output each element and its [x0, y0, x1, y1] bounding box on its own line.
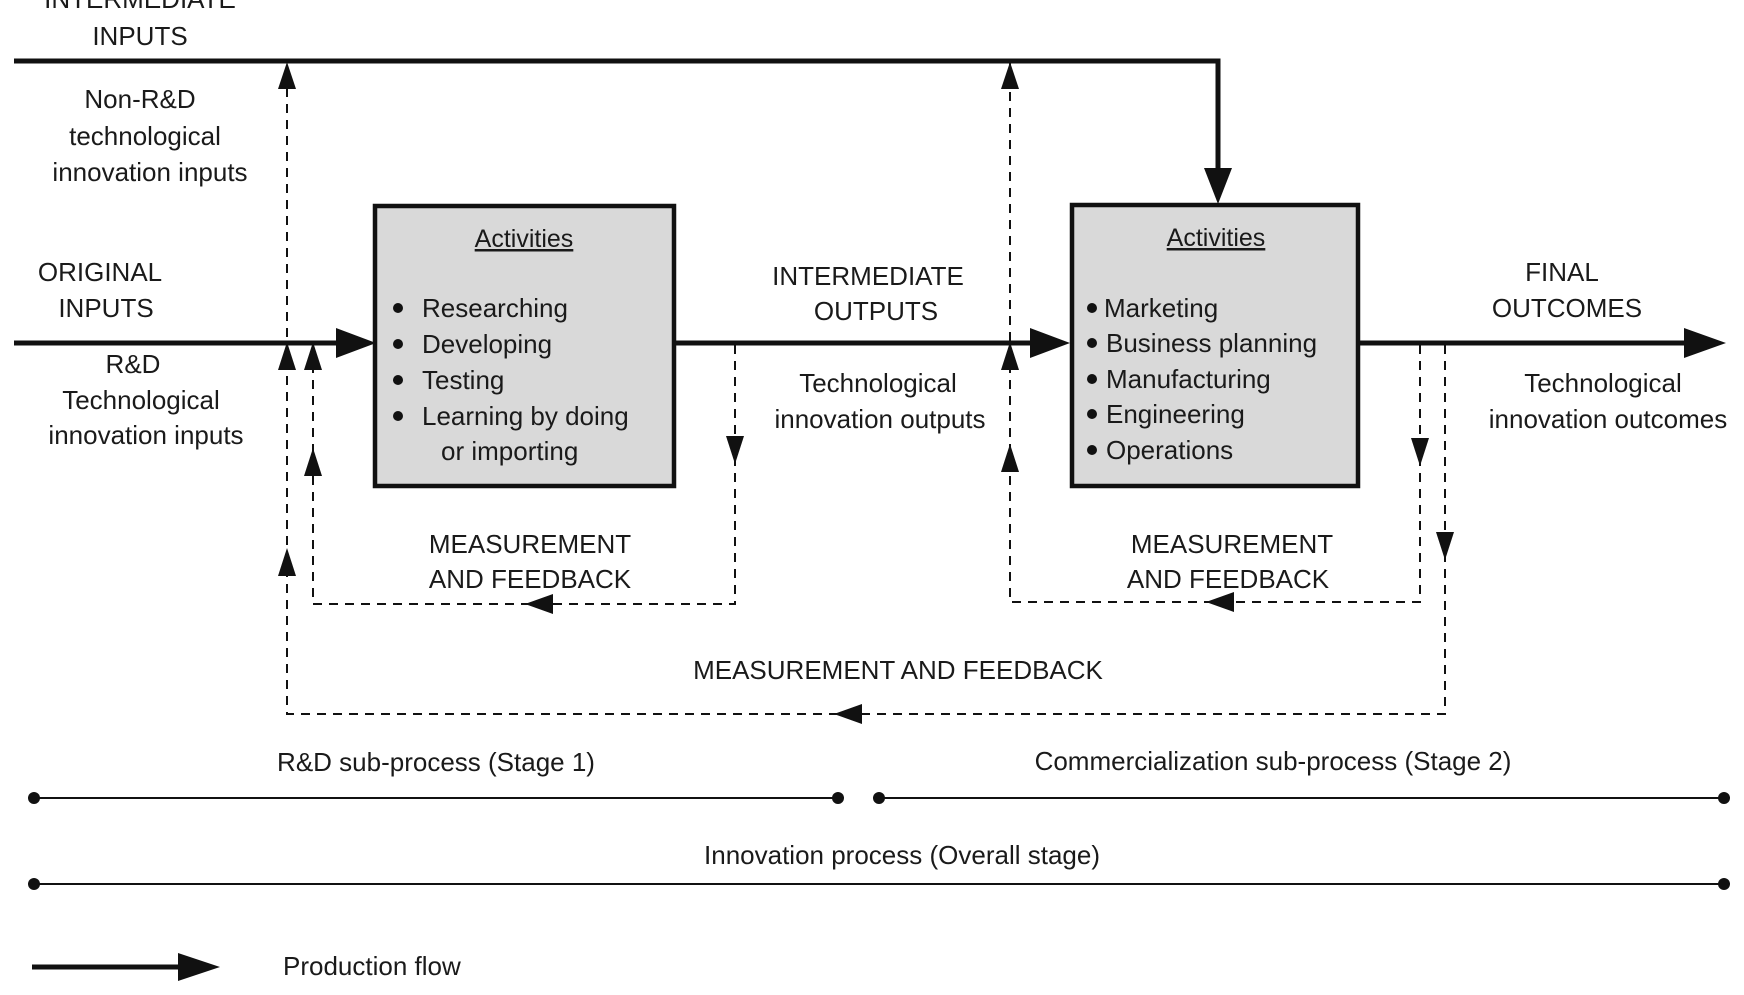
- svg-text:AND FEEDBACK: AND FEEDBACK: [1127, 564, 1330, 594]
- svg-text:Marketing: Marketing: [1104, 293, 1218, 323]
- svg-text:Manufacturing: Manufacturing: [1106, 364, 1271, 394]
- svg-text:MEASUREMENT AND FEEDBACK: MEASUREMENT AND FEEDBACK: [693, 655, 1103, 685]
- box1-title: Activities: [475, 225, 574, 253]
- svg-text:Learning by doing: Learning by doing: [422, 401, 629, 431]
- legend-arrow-icon: [178, 953, 220, 981]
- svg-text:R&D: R&D: [106, 349, 161, 379]
- overall-feedback-loop: [278, 62, 1454, 724]
- original-inputs-label: ORIGINAL INPUTS: [38, 257, 162, 323]
- svg-text:innovation inputs: innovation inputs: [52, 157, 247, 187]
- svg-text:MEASUREMENT: MEASUREMENT: [1131, 529, 1333, 559]
- svg-text:Business planning: Business planning: [1106, 328, 1317, 358]
- intermediate-inputs-flow: [14, 58, 1232, 204]
- svg-text:OUTCOMES: OUTCOMES: [1492, 293, 1642, 323]
- svg-text:technological: technological: [69, 121, 221, 151]
- svg-text:FINAL: FINAL: [1525, 257, 1599, 287]
- legend-production-flow: Production flow: [32, 951, 461, 981]
- final-outcomes-label: FINAL OUTCOMES: [1492, 257, 1642, 323]
- svg-text:OUTPUTS: OUTPUTS: [814, 296, 938, 326]
- svg-text:or importing: or importing: [441, 436, 578, 466]
- stage1-timeline: R&D sub-process (Stage 1): [28, 747, 844, 804]
- svg-text:Operations: Operations: [1106, 435, 1233, 465]
- svg-text:Developing: Developing: [422, 329, 552, 359]
- svg-text:MEASUREMENT: MEASUREMENT: [429, 529, 631, 559]
- tech-innovation-outputs-label: Technological innovation outputs: [774, 368, 985, 434]
- stage2-feedback-loop: [1001, 62, 1429, 612]
- stage2-timeline: Commercialization sub-process (Stage 2): [873, 746, 1730, 804]
- svg-text:Engineering: Engineering: [1106, 399, 1245, 429]
- feedback-label-overall: MEASUREMENT AND FEEDBACK: [693, 655, 1103, 685]
- svg-text:INPUTS: INPUTS: [92, 21, 187, 51]
- non-rd-inputs-label: Non-R&D technological innovation inputs: [52, 84, 247, 187]
- box2-title: Activities: [1167, 224, 1266, 252]
- feedback-label-stage2: MEASUREMENT AND FEEDBACK: [1127, 529, 1333, 594]
- legend-label: Production flow: [283, 951, 461, 981]
- activities-box-stage1: Activities Researching Developing Testin…: [372, 203, 677, 489]
- overall-label: Innovation process (Overall stage): [704, 840, 1100, 870]
- svg-text:Non-R&D: Non-R&D: [84, 84, 195, 114]
- production-flow-original-to-box1: [14, 328, 376, 358]
- svg-text:Technological: Technological: [1524, 368, 1682, 398]
- svg-text:INTERMEDIATE: INTERMEDIATE: [44, 0, 236, 14]
- overall-timeline: Innovation process (Overall stage): [28, 840, 1730, 890]
- stage2-label: Commercialization sub-process (Stage 2): [1035, 746, 1512, 776]
- svg-text:innovation outputs: innovation outputs: [774, 404, 985, 434]
- svg-text:Researching: Researching: [422, 293, 568, 323]
- tech-innovation-outcomes-label: Technological innovation outcomes: [1489, 368, 1727, 434]
- stage1-feedback-loop: [304, 342, 744, 614]
- svg-text:Technological: Technological: [62, 385, 220, 415]
- svg-text:Technological: Technological: [799, 368, 957, 398]
- feedback-label-stage1: MEASUREMENT AND FEEDBACK: [429, 529, 632, 594]
- svg-text:AND FEEDBACK: AND FEEDBACK: [429, 564, 632, 594]
- svg-text:Testing: Testing: [422, 365, 504, 395]
- stage1-label: R&D sub-process (Stage 1): [277, 747, 595, 777]
- intermediate-outputs-label: INTERMEDIATE OUTPUTS: [772, 261, 964, 326]
- svg-text:INTERMEDIATE: INTERMEDIATE: [772, 261, 964, 291]
- rd-inputs-label: R&D Technological innovation inputs: [48, 349, 243, 450]
- svg-text:ORIGINAL: ORIGINAL: [38, 257, 162, 287]
- svg-text:innovation outcomes: innovation outcomes: [1489, 404, 1727, 434]
- intermediate-inputs-label: INTERMEDIATE INPUTS: [44, 0, 236, 51]
- svg-text:innovation inputs: innovation inputs: [48, 420, 243, 450]
- svg-text:INPUTS: INPUTS: [58, 293, 153, 323]
- activities-box-stage2: Activities Marketing Business planning M…: [1069, 202, 1361, 489]
- production-flow-box1-to-box2: [674, 328, 1070, 358]
- production-flow-box2-to-outcomes: [1358, 328, 1726, 358]
